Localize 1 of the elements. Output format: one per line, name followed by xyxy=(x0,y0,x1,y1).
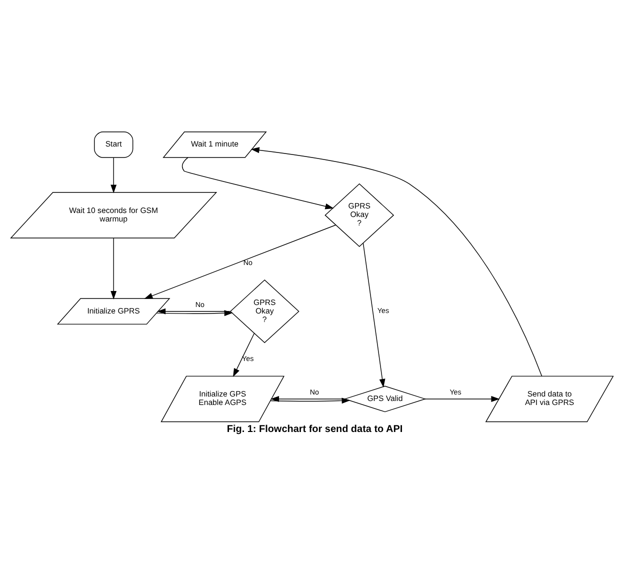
caption: Fig. 1: Flowchart for send data to API xyxy=(226,424,403,435)
